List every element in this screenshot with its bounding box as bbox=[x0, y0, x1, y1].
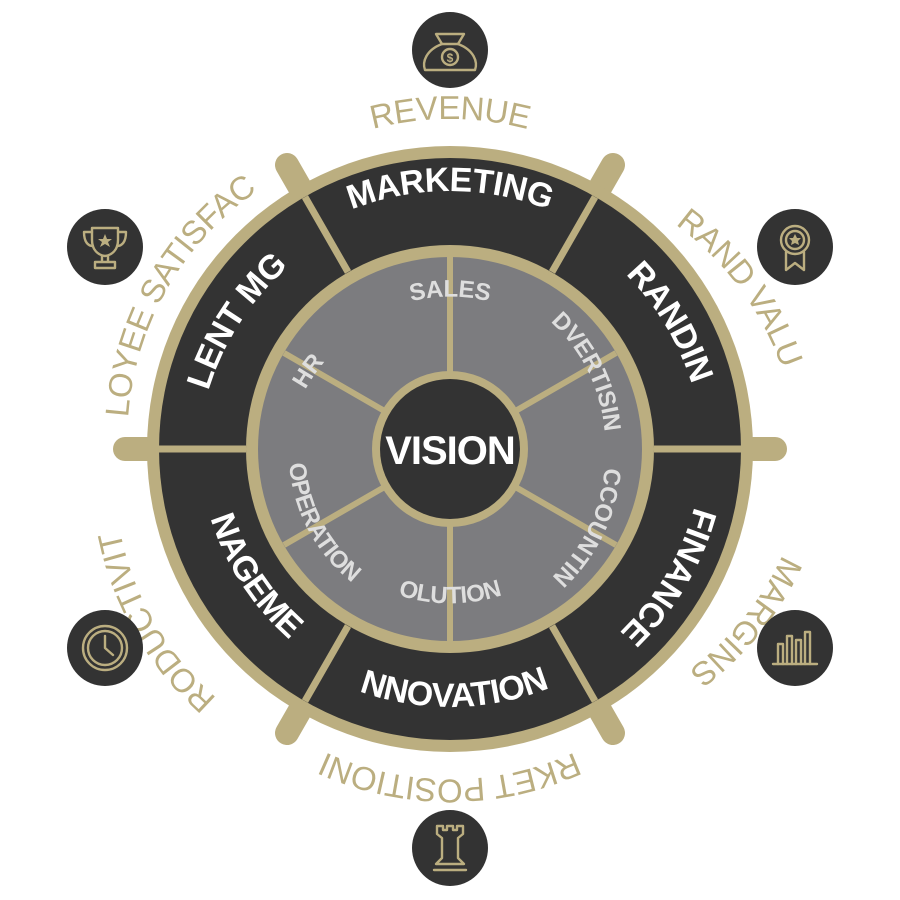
inner-label-sales: SALES bbox=[407, 276, 493, 307]
bar-chart-icon bbox=[757, 610, 833, 686]
outer-dividers bbox=[159, 195, 741, 703]
svg-text:$: $ bbox=[447, 51, 454, 65]
trophy-icon bbox=[67, 209, 143, 285]
money-bag-icon: $ bbox=[412, 12, 488, 88]
kpi-label-revenue: REVENUE bbox=[366, 89, 534, 136]
svg-text:REVENUE: REVENUE bbox=[366, 89, 534, 136]
center-label: VISION bbox=[385, 429, 515, 473]
svg-text:SALES: SALES bbox=[407, 276, 493, 307]
inner-dividers bbox=[282, 257, 618, 641]
award-badge-icon bbox=[757, 209, 833, 285]
clock-icon bbox=[67, 610, 143, 686]
chess-rook-icon bbox=[412, 810, 488, 886]
center-circle bbox=[380, 379, 520, 519]
